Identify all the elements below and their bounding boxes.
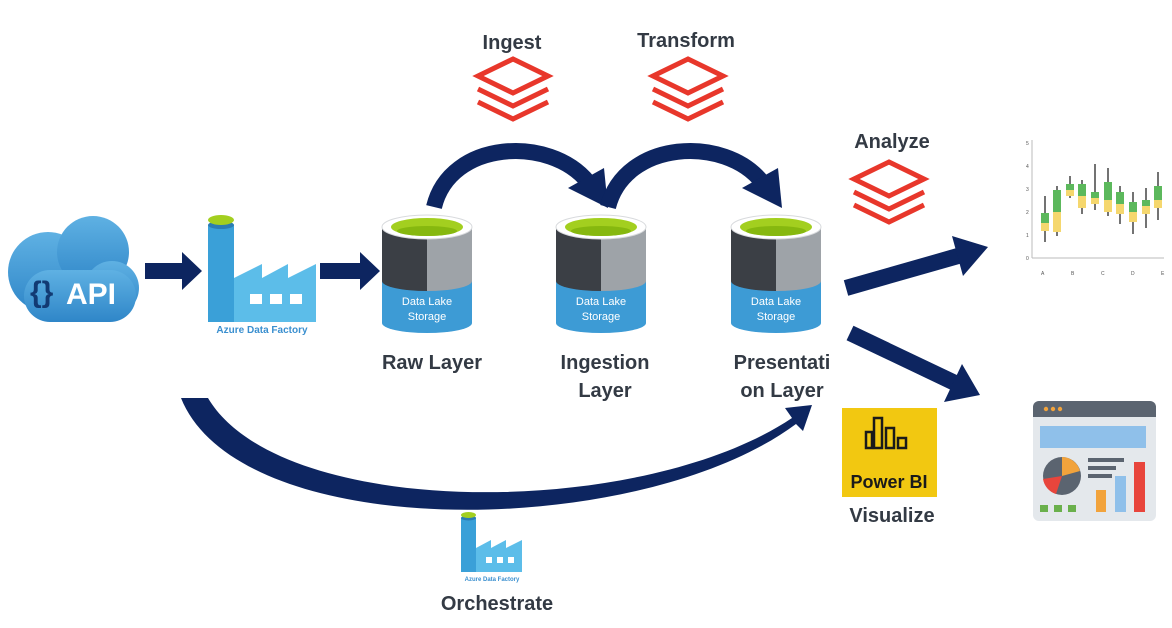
raw-layer-label: Raw Layer bbox=[382, 352, 482, 374]
boxplot-boxes bbox=[1041, 164, 1162, 242]
power-bi-label: Power BI bbox=[850, 472, 927, 492]
arrow-adf-to-raw bbox=[320, 252, 380, 290]
curved-arrow-ingest bbox=[426, 143, 608, 210]
boxplot-chart-thumbnail: 0 1 2 3 4 5 A B C D E bbox=[1026, 140, 1165, 277]
presentation-layer-line1: Presentati bbox=[734, 352, 831, 374]
api-cloud-icon: {} API bbox=[8, 216, 139, 322]
databricks-transform-icon bbox=[647, 56, 729, 122]
ingestion-layer-line2: Layer bbox=[578, 380, 632, 402]
raw-storage-icon bbox=[381, 214, 473, 333]
curved-arrow-transform bbox=[600, 143, 782, 210]
orchestrate-label: Orchestrate bbox=[441, 593, 553, 615]
boxplot-y-ticks: 0 1 2 3 4 5 bbox=[1026, 141, 1029, 262]
presentation-storage-line1: Data Lake bbox=[751, 296, 801, 308]
power-bi-logo bbox=[842, 408, 937, 497]
presentation-layer-line2: on Layer bbox=[740, 380, 824, 402]
transform-label: Transform bbox=[637, 30, 735, 52]
ingestion-layer-line1: Ingestion bbox=[561, 352, 650, 374]
boxplot-y-tick-label: 5 bbox=[1026, 141, 1029, 147]
presentation-storage-icon bbox=[730, 214, 822, 333]
ingestion-storage-line1: Data Lake bbox=[576, 296, 626, 308]
boxplot-y-tick-label: 1 bbox=[1026, 233, 1029, 239]
arrow-to-visualize-output bbox=[846, 325, 980, 402]
boxplot-x-tick-label: D bbox=[1131, 271, 1135, 277]
ingestion-storage-line2: Storage bbox=[582, 311, 621, 323]
presentation-storage-line2: Storage bbox=[757, 311, 796, 323]
boxplot-x-tick-label: A bbox=[1041, 271, 1045, 277]
visualize-label: Visualize bbox=[849, 505, 934, 527]
ingestion-storage-icon bbox=[555, 214, 647, 333]
arrow-to-analyze-output bbox=[843, 236, 988, 296]
raw-storage-line2: Storage bbox=[408, 311, 447, 323]
raw-storage-line1: Data Lake bbox=[402, 296, 452, 308]
azure-data-factory-icon bbox=[208, 215, 316, 322]
boxplot-y-tick-label: 2 bbox=[1026, 210, 1029, 216]
boxplot-y-tick-label: 4 bbox=[1026, 164, 1029, 170]
boxplot-x-tick-label: B bbox=[1071, 271, 1075, 277]
ingest-label: Ingest bbox=[483, 32, 542, 54]
analyze-label: Analyze bbox=[854, 131, 930, 153]
databricks-analyze-icon bbox=[848, 159, 930, 225]
curved-arrow-orchestrate bbox=[181, 398, 812, 510]
boxplot-x-tick-label: E bbox=[1161, 271, 1165, 277]
boxplot-y-tick-label: 3 bbox=[1026, 187, 1029, 193]
boxplot-x-tick-label: C bbox=[1101, 271, 1105, 277]
azure-data-factory-label: Azure Data Factory bbox=[216, 325, 308, 336]
databricks-ingest-icon bbox=[472, 56, 554, 122]
boxplot-x-ticks: A B C D E bbox=[1041, 271, 1165, 277]
dashboard-thumbnail-icon bbox=[1033, 401, 1156, 521]
orchestrate-adf-icon bbox=[461, 512, 522, 572]
orchestrate-adf-label: Azure Data Factory bbox=[465, 577, 520, 583]
api-label: API bbox=[66, 278, 116, 311]
api-brace: {} bbox=[30, 276, 54, 309]
boxplot-y-tick-label: 0 bbox=[1026, 256, 1029, 262]
arrow-api-to-adf bbox=[145, 252, 202, 290]
